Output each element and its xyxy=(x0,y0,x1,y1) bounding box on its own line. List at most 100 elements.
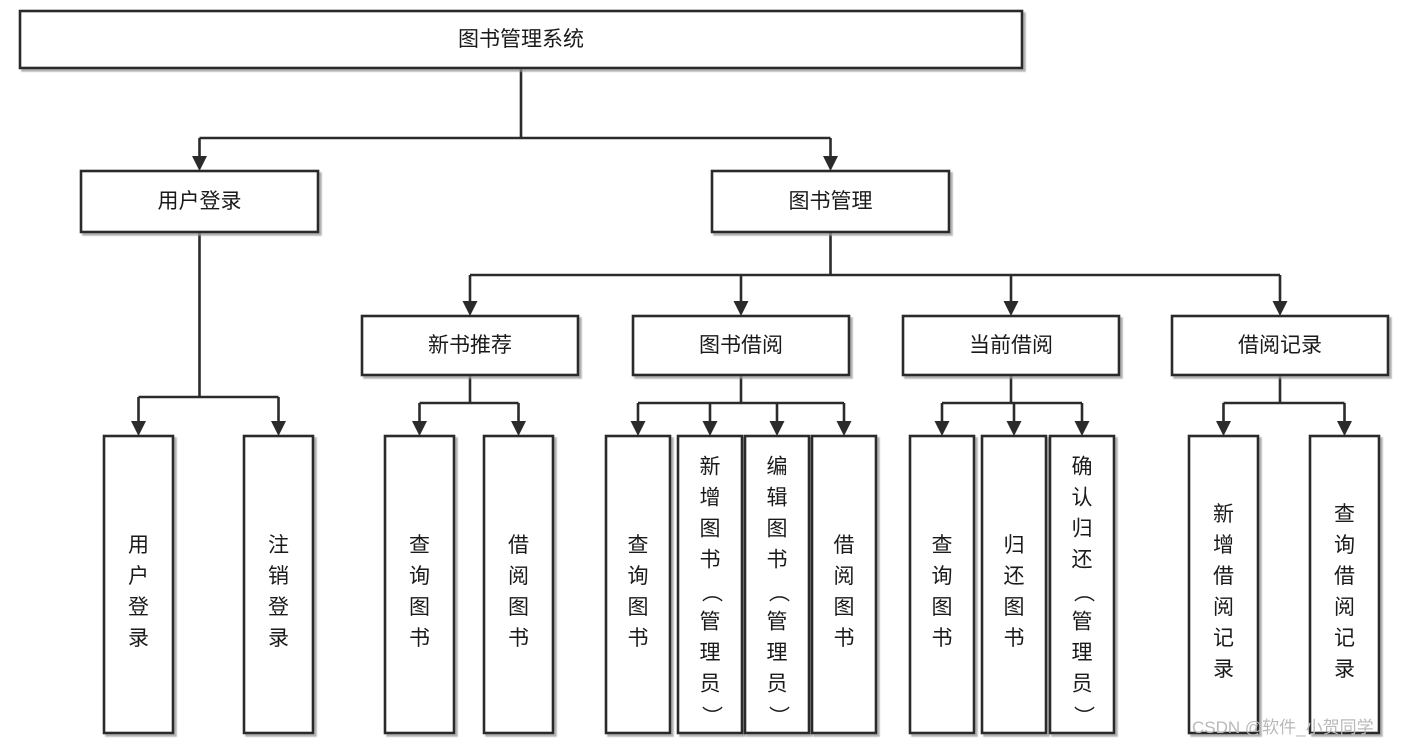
level3-node-current-borrow[interactable] xyxy=(901,314,1121,377)
leaf-label-char: 阅 xyxy=(1213,596,1234,619)
leaf-label-char: 录 xyxy=(1334,658,1355,681)
arrow-head-icon xyxy=(630,421,646,436)
leaf-label-char: （ xyxy=(766,582,789,603)
arrow-head-icon xyxy=(131,421,146,436)
level2-node-user-login[interactable] xyxy=(79,169,320,234)
arrow-head-icon xyxy=(934,421,950,436)
leaf-label-char: ） xyxy=(699,706,722,727)
leaf-label-char: 阅 xyxy=(834,565,855,588)
leaf-label-char: 阅 xyxy=(1334,596,1355,619)
leaf-label-char: 记 xyxy=(1213,627,1234,650)
leaf-label-char: 图 xyxy=(932,596,953,619)
leaf-label-char: 图 xyxy=(508,596,529,619)
leaf-label-char: 询 xyxy=(409,565,430,588)
leaf-node-leaf-edit-book-admin[interactable] xyxy=(743,434,811,735)
leaf-label-char: 借 xyxy=(508,534,529,557)
leaf-label-char: 还 xyxy=(1072,549,1093,572)
leaf-node-leaf-user-logout[interactable] xyxy=(242,434,315,735)
leaf-label-char: 辑 xyxy=(767,487,788,510)
leaf-label-char: 登 xyxy=(128,596,149,619)
leaf-node-leaf-add-book-admin[interactable] xyxy=(676,434,744,735)
leaf-node-leaf-query-book-rec[interactable] xyxy=(383,434,456,735)
leaf-label-char: 增 xyxy=(1213,534,1234,557)
arrow-head-icon xyxy=(462,301,478,316)
leaf-label-char: 书 xyxy=(508,627,529,650)
leaf-label-char: 用 xyxy=(128,534,149,557)
arrow-head-icon xyxy=(271,421,286,436)
leaf-label-char: 询 xyxy=(628,565,649,588)
arrow-head-icon xyxy=(192,156,207,171)
leaf-label-char: 借 xyxy=(1213,565,1234,588)
leaf-label-char: 理 xyxy=(700,642,721,665)
leaf-label-char: 书 xyxy=(767,549,788,572)
level2-label-user-login: 用户登录 xyxy=(158,190,242,213)
level2-node-book-manage[interactable] xyxy=(710,169,951,234)
level3-label-borrow-record: 借阅记录 xyxy=(1238,334,1322,357)
leaf-label-char: 新 xyxy=(700,456,721,479)
leaf-label-char: 认 xyxy=(1072,487,1093,510)
leaf-node-leaf-query-borrow-record[interactable] xyxy=(1308,434,1381,735)
leaf-label-char: 查 xyxy=(932,534,953,557)
leaf-label-char: 录 xyxy=(268,627,289,650)
leaf-label-char: 书 xyxy=(628,627,649,650)
leaf-label-char: 图 xyxy=(1004,596,1025,619)
leaf-label-char: 管 xyxy=(700,611,721,634)
leaf-label-char: 员 xyxy=(700,673,721,696)
level3-node-borrow-record[interactable] xyxy=(1170,314,1390,377)
leaf-label-char: ） xyxy=(766,706,789,727)
leaf-label-char: 书 xyxy=(834,627,855,650)
leaf-label-char: 户 xyxy=(128,565,149,588)
leaf-node-leaf-borrow-book-rec[interactable] xyxy=(482,434,555,735)
level3-label-new-book-recommend: 新书推荐 xyxy=(428,334,512,357)
leaf-label-char: 管 xyxy=(1072,611,1093,634)
leaf-label-char: 书 xyxy=(700,549,721,572)
leaf-node-leaf-user-login[interactable] xyxy=(102,434,175,735)
level3-node-new-book-recommend[interactable] xyxy=(360,314,580,377)
leaf-label-char: 借 xyxy=(834,534,855,557)
leaf-label-char: 理 xyxy=(767,642,788,665)
leaf-node-leaf-confirm-return-admin[interactable] xyxy=(1048,434,1116,735)
leaf-label-char: 记 xyxy=(1334,627,1355,650)
leaf-label-char: 登 xyxy=(268,596,289,619)
leaf-label-char: 书 xyxy=(932,627,953,650)
leaf-label-char: 归 xyxy=(1004,534,1025,557)
leaf-label-leaf-user-login: 用户登录 xyxy=(128,534,149,650)
arrow-head-icon xyxy=(1074,421,1090,436)
leaf-label-char: 图 xyxy=(700,518,721,541)
leaf-node-leaf-return-book[interactable] xyxy=(980,434,1048,735)
leaf-node-leaf-add-borrow-record[interactable] xyxy=(1187,434,1260,735)
leaf-label-char: 录 xyxy=(128,627,149,650)
leaf-label-char: 查 xyxy=(628,534,649,557)
leaf-label-char: ） xyxy=(1071,706,1094,727)
leaf-label-char: 阅 xyxy=(508,565,529,588)
leaf-label-char: 询 xyxy=(1334,534,1355,557)
leaf-label-char: 员 xyxy=(1072,673,1093,696)
arrow-head-icon xyxy=(412,421,427,436)
arrow-head-icon xyxy=(733,301,749,316)
leaf-node-leaf-borrow-book[interactable] xyxy=(810,434,878,735)
level3-label-current-borrow: 当前借阅 xyxy=(969,334,1053,357)
leaf-label-char: （ xyxy=(1071,582,1094,603)
leaf-label-char: 询 xyxy=(932,565,953,588)
leaf-label-char: 录 xyxy=(1213,658,1234,681)
csdn-watermark: CSDN @软件_小贺同学 xyxy=(1192,718,1374,737)
level3-node-book-borrow[interactable] xyxy=(631,314,851,377)
leaf-label-char: 还 xyxy=(1004,565,1025,588)
root-node-book-management-system[interactable] xyxy=(18,9,1024,70)
leaf-label-char: 理 xyxy=(1072,642,1093,665)
leaf-label-char: 图 xyxy=(834,596,855,619)
leaf-node-leaf-query-book[interactable] xyxy=(604,434,672,735)
arrow-head-icon xyxy=(1337,421,1352,436)
leaf-label-char: 查 xyxy=(1334,503,1355,526)
leaf-node-leaf-query-book-cur[interactable] xyxy=(908,434,976,735)
leaf-label-char: 管 xyxy=(767,611,788,634)
leaf-label-char: 书 xyxy=(1004,627,1025,650)
